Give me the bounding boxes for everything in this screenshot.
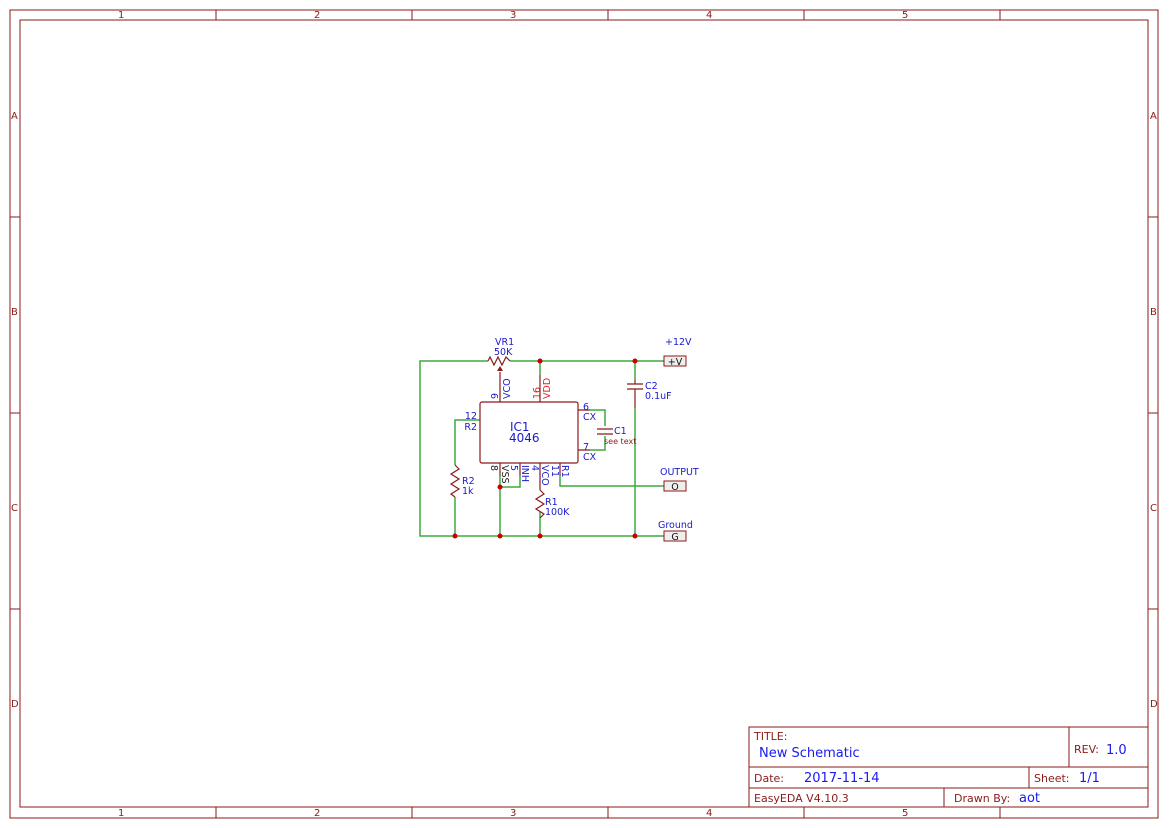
column-label: 4 — [706, 10, 712, 21]
column-label: 3 — [510, 808, 516, 819]
r2-ref: R2 — [462, 476, 475, 487]
port-label: G — [671, 532, 678, 543]
vr1-ref: VR1 — [495, 337, 514, 348]
pin-number: 4 — [529, 465, 540, 471]
column-label: 3 — [510, 10, 516, 21]
title-block: TITLE: New Schematic REV: 1.0 Date: 2017… — [748, 726, 1149, 808]
pin-name: VCO — [539, 465, 550, 486]
r2-value: 1k — [462, 486, 474, 497]
sheet-value: 1/1 — [1079, 771, 1100, 786]
pin-number: 8 — [488, 465, 499, 471]
pin-number: 16 — [532, 387, 543, 399]
row-label: A — [1150, 111, 1157, 122]
port-ground[interactable]: G Ground — [658, 520, 693, 543]
date-label: Date: — [754, 772, 784, 785]
column-label: 2 — [314, 808, 320, 819]
ic1-4046[interactable]: IC1 4046 12 R2 6 CX 7 CX 9 VCO 16 VDD 8 … — [464, 372, 597, 490]
pin-number: 6 — [583, 402, 589, 413]
row-label: D — [11, 699, 19, 710]
pin-name: R2 — [464, 422, 477, 433]
row-label: B — [11, 307, 18, 318]
vr1-potentiometer[interactable]: VR1 50K — [487, 337, 514, 371]
net-label: Ground — [658, 520, 693, 531]
c1-ref: C1 — [614, 426, 627, 437]
r1-resistor[interactable]: R1 100K — [534, 489, 570, 519]
drawn-by-label: Drawn By: — [954, 792, 1010, 805]
pin-number: 11 — [549, 465, 560, 477]
pin-name: VSS — [499, 465, 510, 484]
pin-name: CX — [583, 412, 597, 423]
c1-capacitor[interactable]: C1 see text — [597, 426, 636, 446]
column-label: 1 — [118, 10, 124, 21]
c1-value: see text — [604, 437, 636, 446]
drawn-by-value: aot — [1019, 791, 1040, 806]
ic1-value: 4046 — [509, 431, 540, 445]
net-label: OUTPUT — [660, 467, 699, 478]
r1-ref: R1 — [545, 497, 558, 508]
schematic-title: New Schematic — [759, 746, 860, 761]
c2-value: 0.1uF — [645, 391, 672, 402]
r2-resistor[interactable]: R2 1k — [449, 464, 475, 498]
c2-capacitor[interactable]: C2 0.1uF — [627, 380, 672, 408]
r1-value: 100K — [545, 507, 570, 518]
port-vplus[interactable]: +V +12V — [663, 337, 692, 368]
pin-name: INH — [519, 465, 530, 482]
column-label: 5 — [902, 808, 908, 819]
pin-name: R1 — [559, 465, 570, 478]
pin-number: 12 — [465, 411, 477, 422]
net-label: +12V — [665, 337, 692, 348]
column-label: 5 — [902, 10, 908, 21]
pin-number: 9 — [490, 393, 501, 399]
column-label: 4 — [706, 808, 712, 819]
pin-number: 5 — [508, 465, 519, 471]
row-label: C — [11, 503, 18, 514]
sheet-label: Sheet: — [1034, 772, 1070, 785]
rev-label: REV: — [1074, 743, 1099, 756]
port-label: O — [671, 482, 678, 493]
title-label: TITLE: — [753, 730, 787, 743]
junctions — [452, 358, 638, 539]
pin-name: VDD — [542, 378, 553, 399]
pin-name: VCO — [502, 378, 513, 399]
row-label: B — [1150, 307, 1157, 318]
row-label: D — [1150, 699, 1158, 710]
row-label: C — [1150, 503, 1157, 514]
pin-number: 7 — [583, 442, 589, 453]
row-label: A — [11, 111, 18, 122]
rev-value: 1.0 — [1106, 743, 1127, 758]
date-value: 2017-11-14 — [804, 771, 880, 786]
vr1-value: 50K — [494, 347, 513, 358]
port-label: +V — [668, 357, 683, 368]
column-label: 1 — [118, 808, 124, 819]
column-label: 2 — [314, 10, 320, 21]
ic1-ref: IC1 — [510, 420, 530, 434]
c2-ref: C2 — [645, 381, 658, 392]
port-output[interactable]: O OUTPUT — [660, 467, 699, 493]
software-version: EasyEDA V4.10.3 — [754, 792, 849, 805]
pin-name: CX — [583, 452, 597, 463]
